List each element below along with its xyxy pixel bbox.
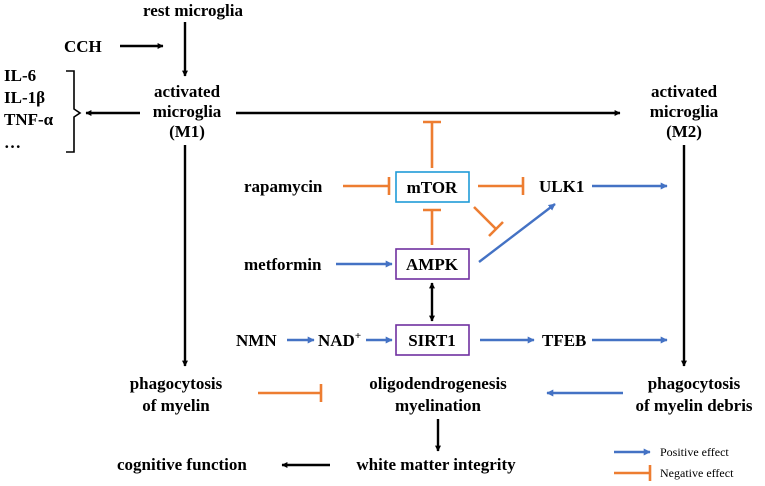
cytokine-list: IL-6 IL-1β TNF-α …	[4, 66, 82, 153]
inhibit-mtor-to-ulk1	[478, 177, 525, 195]
m1-label-line2: microglia	[153, 102, 222, 121]
m1-node: activated microglia (M1)	[153, 82, 222, 141]
m2-label-line2: microglia	[650, 102, 719, 121]
cch-label: CCH	[64, 37, 102, 56]
rapamycin-label: rapamycin	[244, 177, 323, 196]
legend-negative-text: Negative effect	[660, 466, 734, 480]
phago-m2-node: phagocytosis of myelin debris	[635, 374, 752, 415]
white-matter-label: white matter integrity	[356, 455, 516, 474]
nad-label-base: NAD	[318, 331, 355, 350]
cytokine-bracket	[66, 70, 82, 153]
ampk-label: AMPK	[406, 255, 459, 274]
tfeb-label: TFEB	[542, 331, 586, 350]
phago-m1-node: phagocytosis of myelin	[130, 374, 223, 415]
legend-negative-tbar	[614, 465, 652, 481]
sirt1-box	[395, 324, 470, 356]
m1-label-line3: (M1)	[169, 122, 205, 141]
nad-label: NAD+	[318, 330, 361, 350]
mtor-box	[395, 171, 470, 203]
rest-microglia-label: rest microglia	[143, 1, 243, 20]
inhibit-mtor-to-m1m2	[423, 120, 441, 168]
m2-node: activated microglia (M2)	[650, 82, 719, 141]
cytokine-tnfa: TNF-α	[4, 110, 54, 129]
m2-label-line1: activated	[651, 82, 718, 101]
oligo-line2: myelination	[395, 396, 481, 415]
nad-label-sup: +	[355, 330, 361, 342]
ampk-node: AMPK	[395, 248, 470, 280]
cytokine-more: …	[4, 133, 21, 152]
cytokine-il6: IL-6	[4, 66, 36, 85]
legend: Positive effect Negative effect	[614, 445, 734, 481]
legend-positive-text: Positive effect	[660, 445, 729, 459]
phago-m2-line1: phagocytosis	[648, 374, 741, 393]
nmn-label: NMN	[236, 331, 277, 350]
inhibit-mtor-to-ampk-diagonal	[473, 206, 504, 237]
sirt1-label: SIRT1	[408, 331, 456, 350]
cognitive-label: cognitive function	[117, 455, 247, 474]
inhibit-rapamycin-to-mtor	[343, 177, 391, 195]
arrow-ampk-to-ulk1	[478, 203, 556, 263]
m1-label-line1: activated	[154, 82, 221, 101]
oligo-node: oligodendrogenesis myelination	[369, 374, 507, 415]
phago-m1-line2: of myelin	[142, 396, 210, 415]
ampk-box	[395, 248, 470, 280]
phago-m1-line1: phagocytosis	[130, 374, 223, 393]
phago-m2-line2: of myelin debris	[635, 396, 752, 415]
m2-label-line3: (M2)	[666, 122, 702, 141]
cytokine-il1b: IL-1β	[4, 88, 45, 107]
inhibit-phago-m1-to-oligo	[258, 384, 323, 402]
mtor-label: mTOR	[407, 178, 458, 197]
inhibit-ampk-to-mtor	[423, 208, 441, 245]
sirt1-node: SIRT1	[395, 324, 470, 356]
mtor-node: mTOR	[395, 171, 470, 203]
oligo-line1: oligodendrogenesis	[369, 374, 507, 393]
metformin-label: metformin	[244, 255, 322, 274]
ulk1-label: ULK1	[539, 177, 584, 196]
